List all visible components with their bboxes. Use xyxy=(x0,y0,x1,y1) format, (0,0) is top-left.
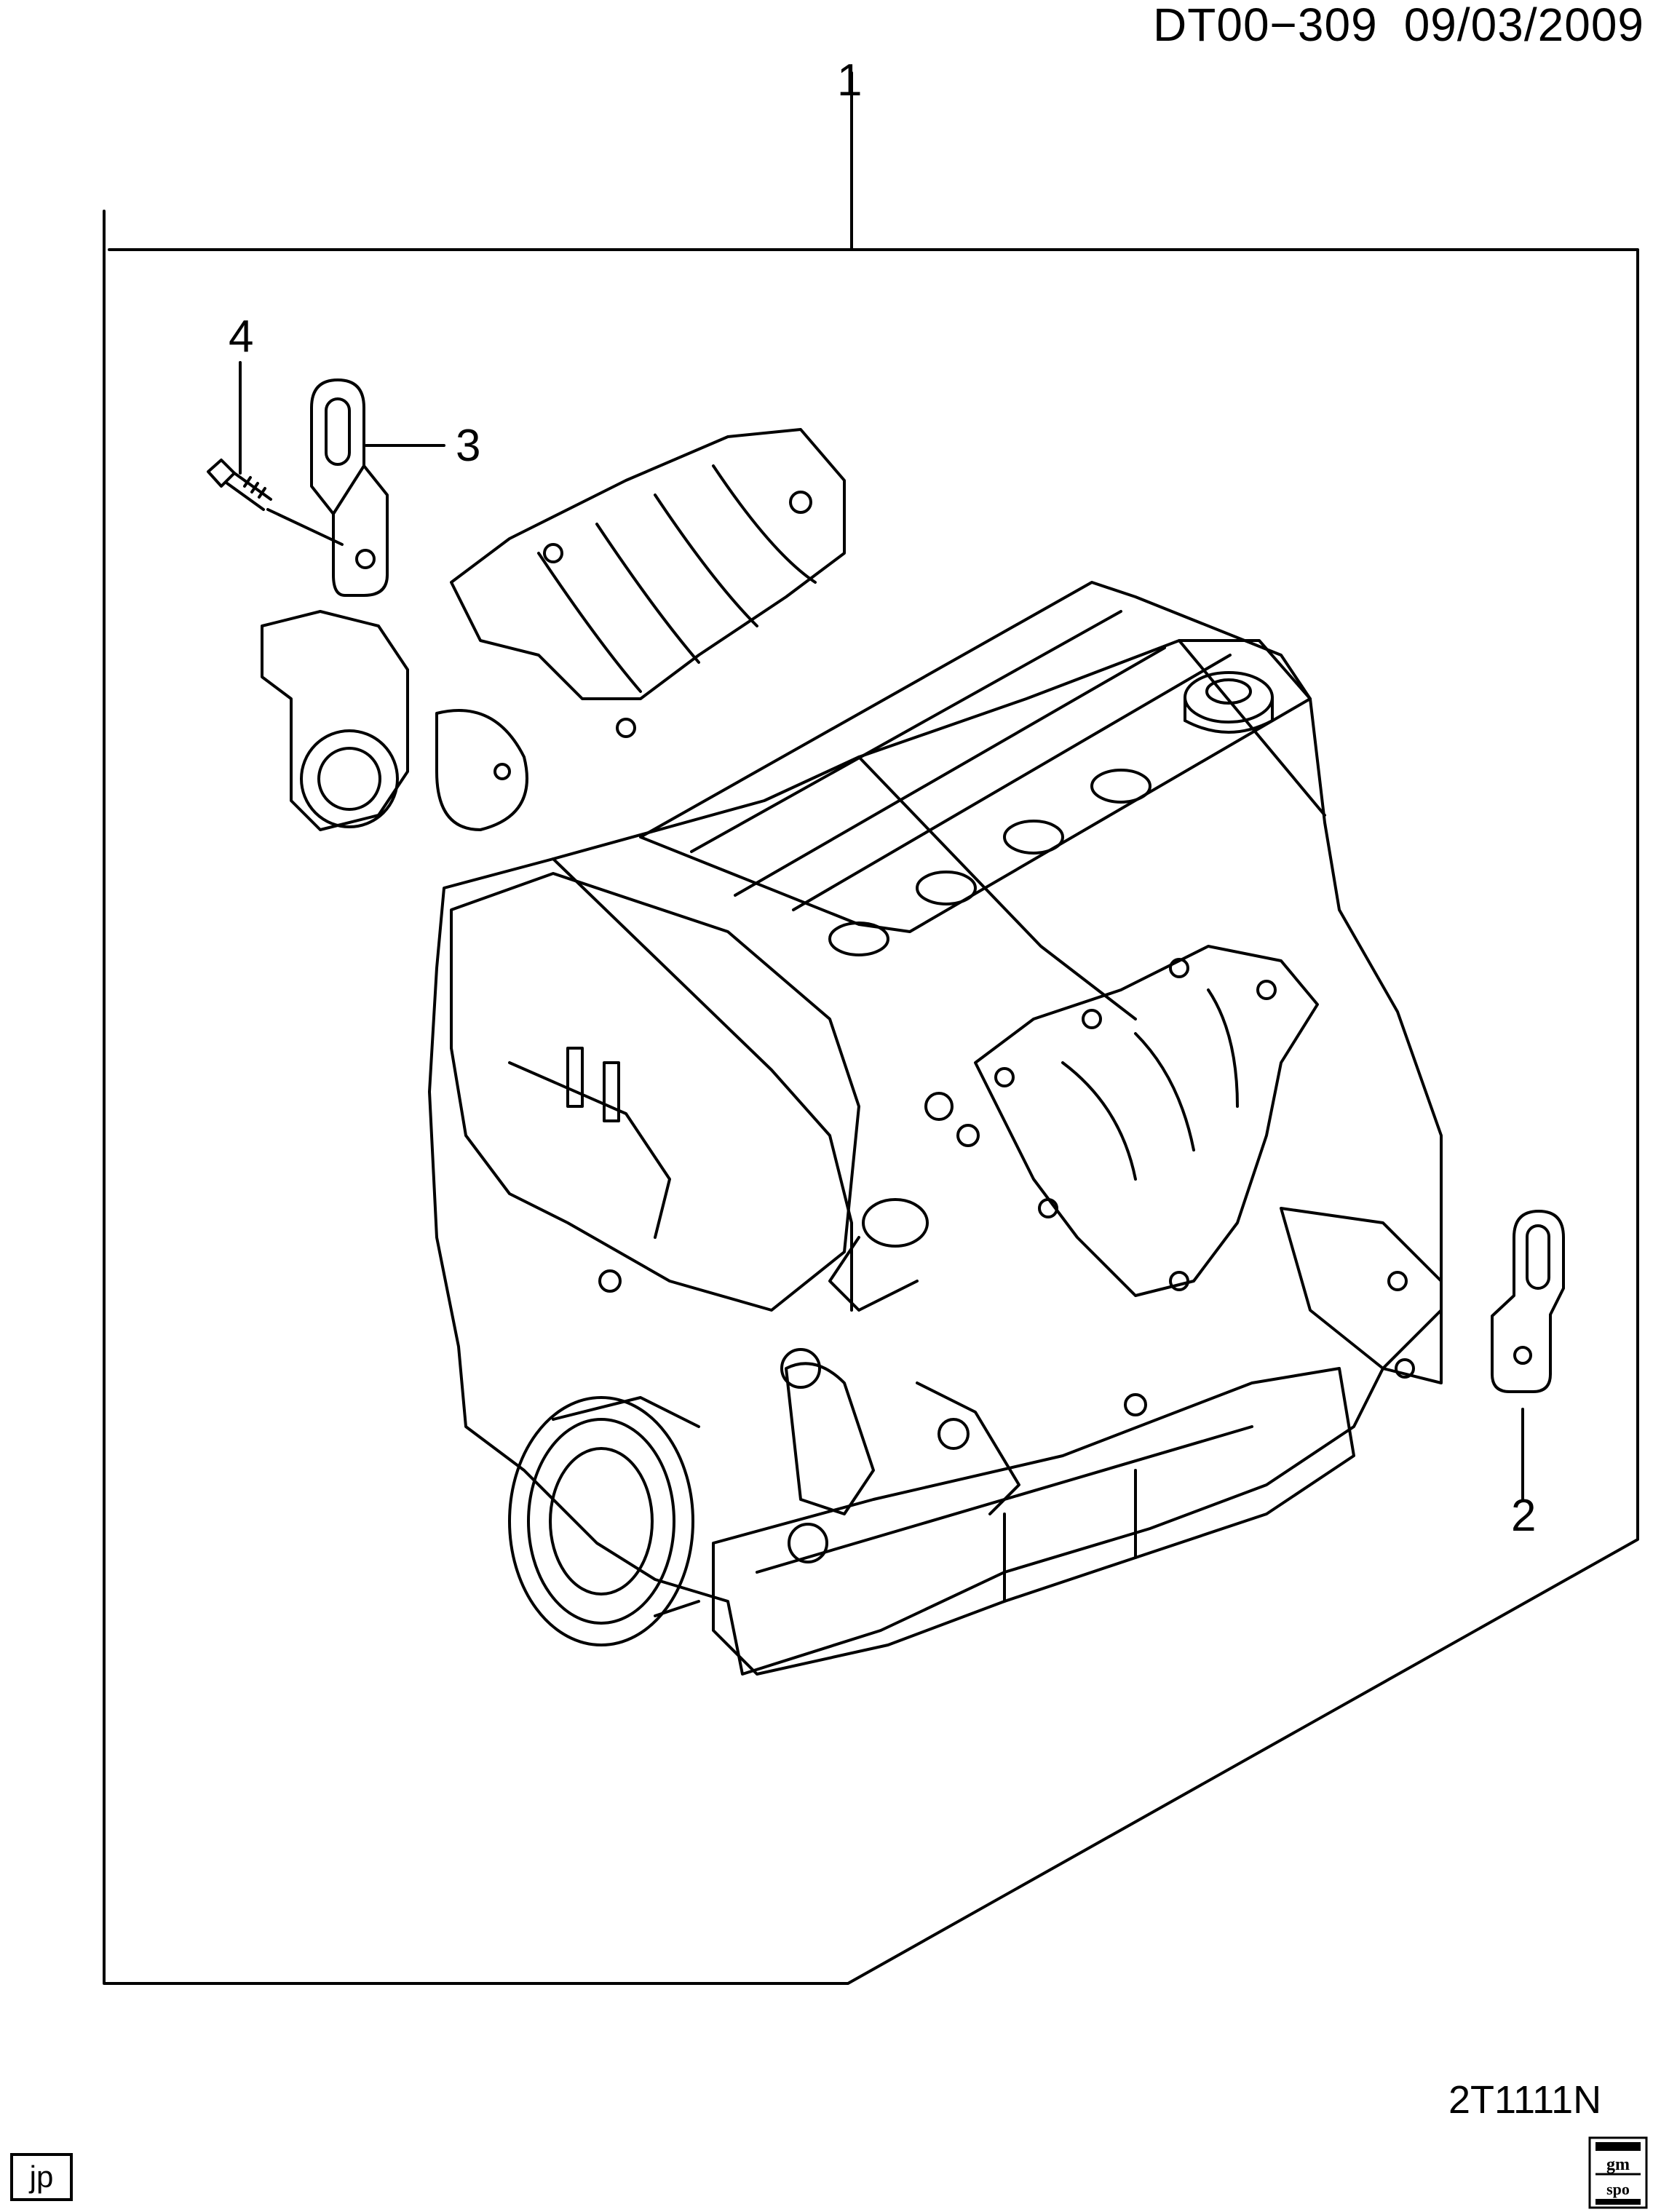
lifting-bracket-lower xyxy=(1491,1210,1565,1393)
callout-3[interactable]: 3 xyxy=(456,421,481,471)
crankshaft-pulley xyxy=(508,1396,700,1646)
coolant-outlet xyxy=(828,1092,980,1312)
oil-pan xyxy=(712,1367,1355,1676)
throttle-body xyxy=(261,610,528,831)
callout-1[interactable]: 1 xyxy=(837,55,863,106)
lifting-bracket-upper xyxy=(310,378,389,597)
logo-text-spo: spo xyxy=(1606,2180,1630,2198)
gm-spo-logo: gm spo xyxy=(1588,2136,1648,2209)
bolt-part xyxy=(207,459,272,511)
lower-block-details xyxy=(780,1348,1147,1563)
diagram-date: 09/03/2009 xyxy=(1403,0,1644,51)
exhaust-support-bracket xyxy=(1280,1207,1443,1384)
language-tag: jp xyxy=(10,2153,73,2201)
logo-text-gm: gm xyxy=(1606,2155,1630,2174)
timing-cover xyxy=(450,872,860,1312)
diagram-header: DT00−309 09/03/2009 xyxy=(1153,1,1644,48)
leader-lines xyxy=(239,361,1524,1501)
assembly-frame xyxy=(103,71,1639,1985)
diagram-code: DT00−309 xyxy=(1153,0,1378,51)
intake-manifold xyxy=(450,428,846,738)
exhaust-manifold xyxy=(974,945,1319,1297)
illustration-reference-code: 2T1111N xyxy=(1448,2078,1602,2122)
cylinder-head-cover xyxy=(639,581,1312,956)
callout-4[interactable]: 4 xyxy=(229,312,254,362)
oil-filler-cap xyxy=(1184,671,1274,734)
callout-2[interactable]: 2 xyxy=(1511,1491,1537,1541)
